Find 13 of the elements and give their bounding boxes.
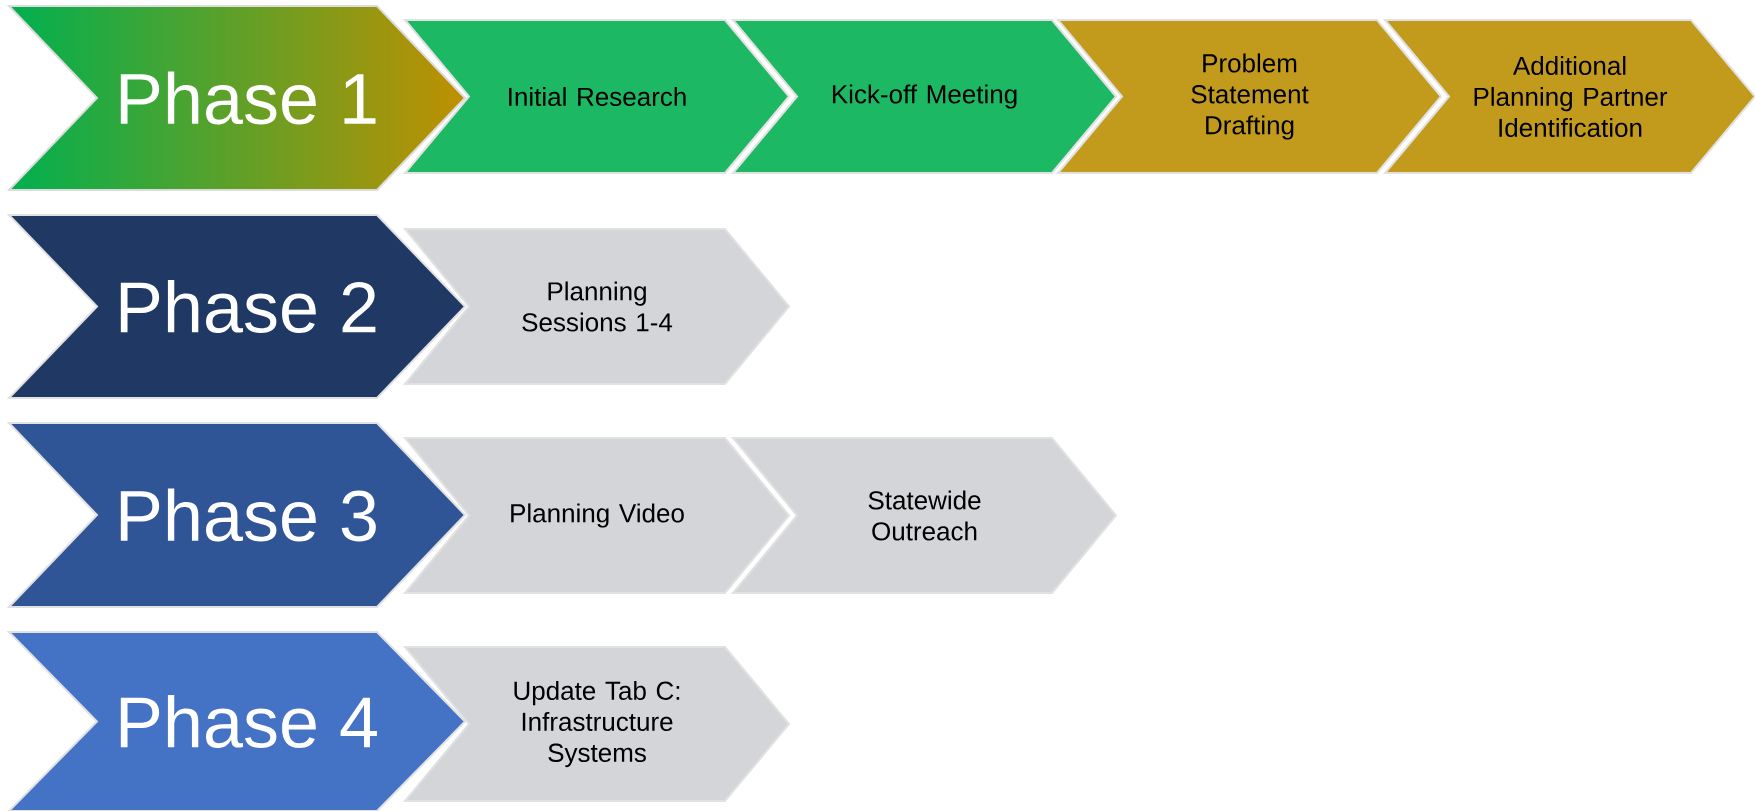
process-step: Update Tab C: Infrastructure Systems	[402, 646, 791, 802]
process-step: Planning Video	[402, 437, 791, 594]
process-step: Phase 4	[6, 631, 467, 811]
process-step: Planning Sessions 1-4	[402, 228, 791, 385]
process-step: Additional Planning Partner Identification	[1382, 19, 1755, 174]
node-label: Additional Planning Partner Identification	[1474, 55, 1668, 138]
process-step: Kick-off Meeting	[730, 19, 1118, 174]
process-step: Phase 3	[6, 422, 467, 608]
process-step: Phase 1	[6, 5, 467, 191]
process-step: Statewide Outreach	[730, 437, 1118, 594]
process-step: Phase 2	[6, 214, 467, 399]
process-step: Initial Research	[402, 19, 791, 174]
process-step: Problem Statement Drafting	[1055, 19, 1443, 174]
